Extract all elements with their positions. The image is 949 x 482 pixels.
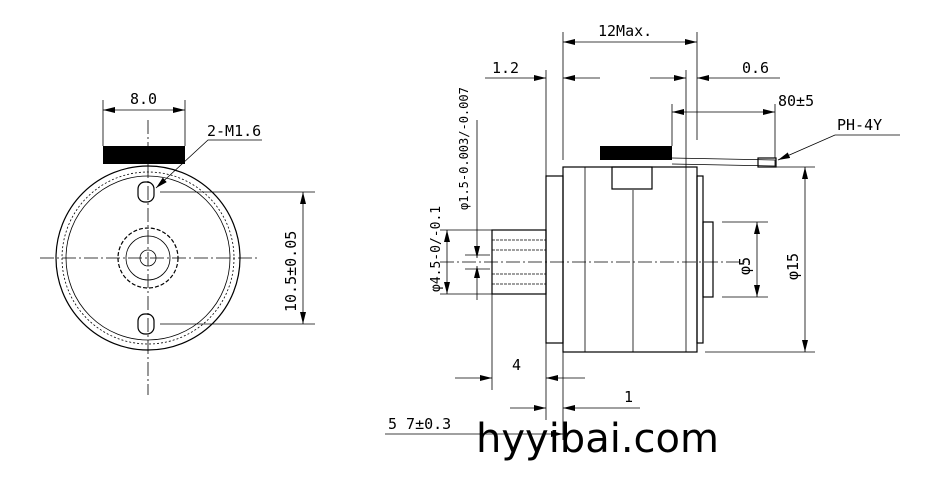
- cable-length-label: 80±5: [778, 92, 814, 110]
- mount-hole-bottom: [137, 313, 155, 335]
- connector-block: [103, 146, 185, 164]
- body-dia-label: φ15: [784, 253, 802, 280]
- watermark: hyyibai.com: [476, 416, 719, 462]
- width-label: 8.0: [130, 90, 157, 108]
- hole-spacing-label: 10.5±0.05: [282, 231, 300, 312]
- length-label: 12Max.: [598, 22, 652, 40]
- shaft-dia-label: φ1.5-0.003/-0.007: [457, 87, 471, 210]
- connector-label: PH-4Y: [837, 116, 882, 134]
- shaft-length-label: 5 7±0.3: [388, 415, 451, 433]
- rear-gap-label: 0.6: [742, 59, 769, 77]
- boss-dia-label: φ5: [736, 257, 754, 275]
- connector-block: [600, 146, 672, 160]
- motor-body: [562, 166, 698, 353]
- mount-hole-top: [137, 181, 155, 203]
- pinion-length-label: 4: [512, 356, 521, 374]
- hole-label: 2-M1.6: [207, 122, 261, 140]
- front-view: 8.0 2-M1.6 10.5±0.05: [40, 90, 315, 395]
- pinion-dia-label: φ4.5-0/-0.1: [429, 206, 444, 292]
- front-cap-label: 1.2: [492, 59, 519, 77]
- side-view: 12Max. 1.2 0.6 80±5 PH-4Y φ15 φ5 φ4.5-0/…: [385, 22, 900, 440]
- offset-label: 1: [624, 388, 633, 406]
